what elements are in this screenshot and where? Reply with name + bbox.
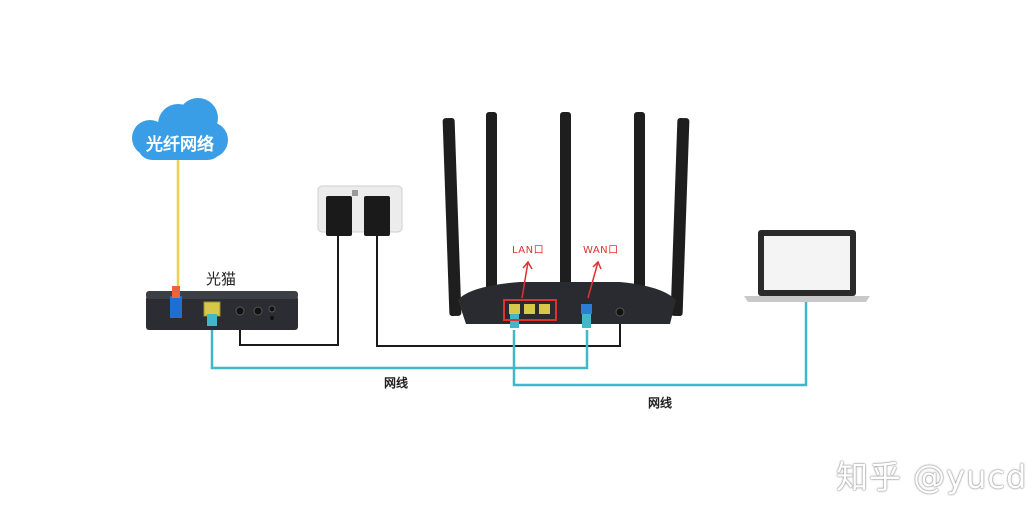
cloud-label: 光纤网络 [146,135,214,155]
modem-power-cable [239,230,339,346]
watermark: 知乎 @yucd [836,458,1028,496]
optical-modem-icon [146,286,298,330]
router-power-cable [376,232,621,347]
lan-port-label: LAN口 [512,245,545,256]
laptop-icon [744,230,870,302]
modem-label: 光猫 [206,270,237,288]
router-antennas [442,112,690,317]
cloud-icon [132,98,228,160]
ethernet-cable-modem-router [210,318,589,370]
router-icon [442,112,690,328]
router-lan-port-2 [524,304,535,314]
port-arrows [521,260,602,299]
router-lan-port-3 [539,304,550,314]
ethernet-cable-router-laptop [512,300,808,387]
lan-highlight-box [503,299,557,321]
modem-fiber-port [170,296,182,318]
cable-right-label: 网线 [648,396,673,410]
modem-lan-port [203,301,221,317]
router-wan-port [581,304,592,314]
cables [176,158,808,387]
router-lan-port-1 [509,304,520,314]
power-strip-icon [317,185,403,236]
wan-port-label: WAN口 [583,245,619,256]
cable-left-label: 网线 [384,376,409,390]
